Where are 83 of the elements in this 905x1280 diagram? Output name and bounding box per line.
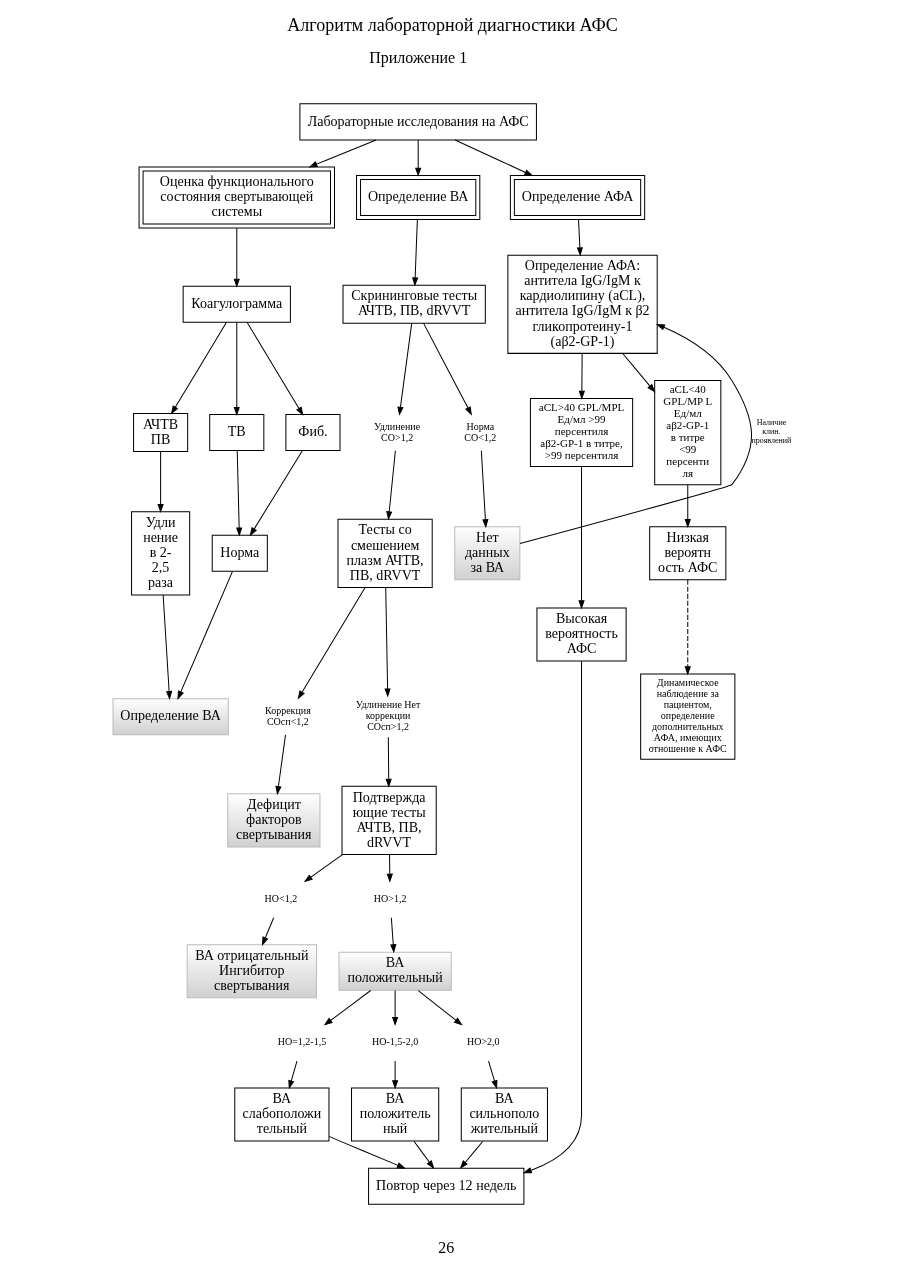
node-box: ТВ <box>209 414 265 452</box>
arrow <box>177 571 233 699</box>
arrow <box>157 451 164 513</box>
arrow <box>171 322 227 414</box>
arrow <box>384 587 391 697</box>
arrow <box>684 484 691 528</box>
node-text: НО>2,0 <box>467 1036 500 1048</box>
arrow <box>233 322 240 415</box>
node-box: aCL<40 GPL/MP L Ед/мл aβ2-GP-1 в титре <99 персенти ля <box>654 379 722 486</box>
arrow <box>304 854 344 882</box>
node-box: Определение ВА <box>112 698 229 736</box>
node-box: ВА слабоположи тельный <box>234 1087 330 1142</box>
arrow <box>236 450 243 536</box>
node-box: ВА сильнополо жительный <box>460 1087 548 1142</box>
arrow <box>262 917 275 945</box>
arrow <box>162 594 173 700</box>
arrow <box>324 990 372 1026</box>
node-box: Высокая вероятность АФС <box>536 607 627 662</box>
arrow <box>578 353 585 399</box>
node-box: АЧТВ ПВ <box>133 413 189 453</box>
arrow <box>488 1060 498 1089</box>
arrow <box>288 1060 298 1089</box>
node-box: Дефицит факторов свертывания <box>227 793 321 848</box>
node-box: Динамическое наблюдение за пациентом, определение дополнительных АФА, имеющих отношение к АФС <box>640 673 736 760</box>
node-box: Подтвержда ющие тесты АЧТВ, ПВ, dRVVT <box>341 785 437 855</box>
arrow <box>233 227 240 287</box>
diagram-title: Алгоритм лабораторной диагностики АФС <box>287 15 618 36</box>
node-text: Коррекция СОсп<1,2 <box>264 704 311 727</box>
arrow <box>576 219 583 256</box>
arrow <box>397 322 413 415</box>
node-box: Удли нение в 2- 2,5 раза <box>131 511 191 596</box>
node-box: Лабораторные исследования на АФС <box>299 103 537 141</box>
node-box: Коагулограмма <box>182 285 291 323</box>
arrow <box>392 1060 399 1089</box>
arrow <box>519 324 752 545</box>
node-text: Норма СО<1,2 <box>464 420 497 443</box>
node-text: Удлинение Нет коррекции СОсп>1,2 <box>355 699 421 733</box>
arrow <box>390 917 397 953</box>
node-box: ВА положитель ный <box>351 1087 440 1142</box>
node-box: Определение АФА <box>509 175 646 221</box>
node-box: Фиб. <box>285 414 341 452</box>
arrow <box>275 734 286 795</box>
node-text: Удлинение СО>1,2 <box>374 420 421 443</box>
node-text: НО<1,2 <box>264 893 298 905</box>
arrow <box>684 579 691 675</box>
arrow <box>523 660 583 1174</box>
node-box: Оценка функционального состояния свертывающей системы <box>138 166 335 229</box>
node-text: НО-1,5-2,0 <box>372 1036 419 1048</box>
arrow <box>386 854 393 882</box>
arrow <box>423 322 472 415</box>
node-box: Низкая вероятн ость АФС <box>649 526 727 581</box>
arrow <box>417 990 462 1026</box>
node-box: Определение ВА <box>356 175 481 221</box>
arrow <box>454 139 533 176</box>
node-box: Норма <box>211 534 268 572</box>
arrow <box>328 1135 406 1169</box>
arrow <box>309 139 377 168</box>
arrow <box>386 450 396 520</box>
arrow <box>578 466 585 609</box>
arrow <box>413 1140 435 1169</box>
label: Приложение 1 <box>369 48 468 66</box>
node-box: ВА положительный <box>338 951 452 991</box>
arrow <box>480 450 489 528</box>
arrow <box>460 1140 484 1169</box>
label: 26 <box>438 1239 455 1257</box>
node-box: Нет данных за ВА <box>454 526 521 581</box>
node-box: Повтор через 12 недель <box>368 1167 525 1205</box>
node-box: Тесты со смешением плазм АЧТВ, ПВ, dRVVT <box>337 518 433 588</box>
arrow <box>249 450 303 536</box>
node-box: Определение АФА: антитела IgG/IgM к кардиолипину (aCL), антитела IgG/IgM к β2 гликопротеину-1 (aβ2-GP-1) <box>507 254 658 354</box>
node-box: Скрининговые тесты АЧТВ, ПВ, dRVVT <box>342 284 486 324</box>
arrow <box>415 139 422 176</box>
node-text: НО=1,2-1,5 <box>277 1036 327 1048</box>
node-text: НО>1,2 <box>373 893 407 905</box>
node-box: aCL>40 GPL/MPL Ед/мл >99 персентиля aβ2-GP-1 в титре, >99 персентиля <box>529 397 634 468</box>
arrow <box>392 990 399 1025</box>
edge-label: Наличие клин. проявлений <box>751 418 792 446</box>
arrow <box>246 322 304 415</box>
arrow <box>297 587 366 699</box>
node-box: ВА отрицательный Ингибитор свертывания <box>186 944 317 999</box>
arrow <box>385 736 392 787</box>
arrow <box>412 219 419 286</box>
arrow <box>622 353 655 393</box>
